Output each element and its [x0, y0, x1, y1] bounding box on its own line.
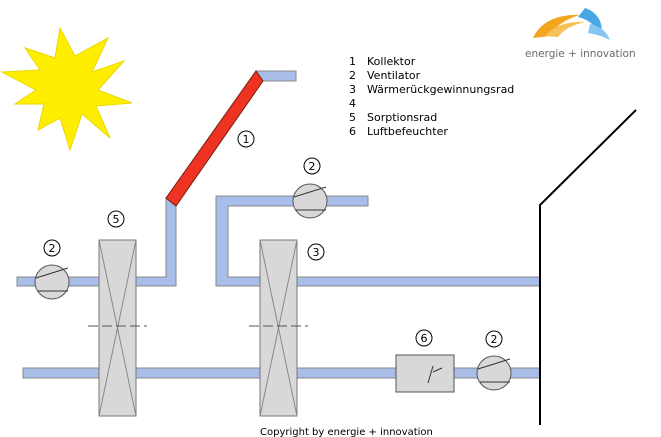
building-outline	[539, 109, 637, 425]
svg-text:2: 2	[491, 333, 498, 346]
legend-label-6: Luftbefeuchter	[367, 125, 448, 138]
sun-icon	[0, 26, 133, 152]
humidifier	[395, 354, 455, 393]
marker-collector: 1	[237, 130, 255, 148]
legend: 1 Kollektor 2 Ventilator 3 Wärmerückgewi…	[349, 55, 514, 138]
logo-text: energie + innovation	[525, 48, 636, 60]
fan-bottom-icon	[476, 355, 512, 391]
sorption-wheel	[88, 239, 147, 417]
legend-num-1: 1	[349, 55, 356, 68]
copyright-text: Copyright by energie + innovation	[260, 427, 433, 437]
marker-fan-bottom: 2	[485, 330, 503, 348]
marker-fan-top: 2	[303, 157, 321, 175]
marker-recovery-wheel: 3	[307, 243, 325, 261]
energie-innovation-logo: energie + innovation	[525, 8, 636, 60]
legend-label-2: Ventilator	[367, 69, 421, 82]
legend-label-1: Kollektor	[367, 55, 416, 68]
legend-num-2: 2	[349, 69, 356, 82]
legend-label-5: Sorptionsrad	[367, 111, 437, 124]
svg-text:2: 2	[309, 160, 316, 173]
legend-num-6: 6	[349, 125, 356, 138]
svg-text:1: 1	[243, 133, 250, 146]
heat-recovery-wheel	[249, 239, 308, 417]
svg-text:3: 3	[313, 246, 320, 259]
svg-text:2: 2	[49, 242, 56, 255]
marker-humidifier: 6	[415, 329, 433, 347]
legend-num-4: 4	[349, 97, 356, 110]
marker-sorption-wheel: 5	[107, 210, 125, 228]
legend-label-3: Wärmerückgewinnungsrad	[367, 83, 514, 96]
legend-num-5: 5	[349, 111, 356, 124]
solar-collector	[165, 70, 264, 207]
fan-top-icon	[292, 183, 328, 219]
svg-text:6: 6	[421, 332, 428, 345]
duct-upper-return	[215, 195, 541, 287]
legend-num-3: 3	[349, 83, 356, 96]
fan-left-icon	[34, 264, 70, 300]
marker-fan-left: 2	[43, 239, 61, 257]
svg-text:5: 5	[113, 213, 120, 226]
